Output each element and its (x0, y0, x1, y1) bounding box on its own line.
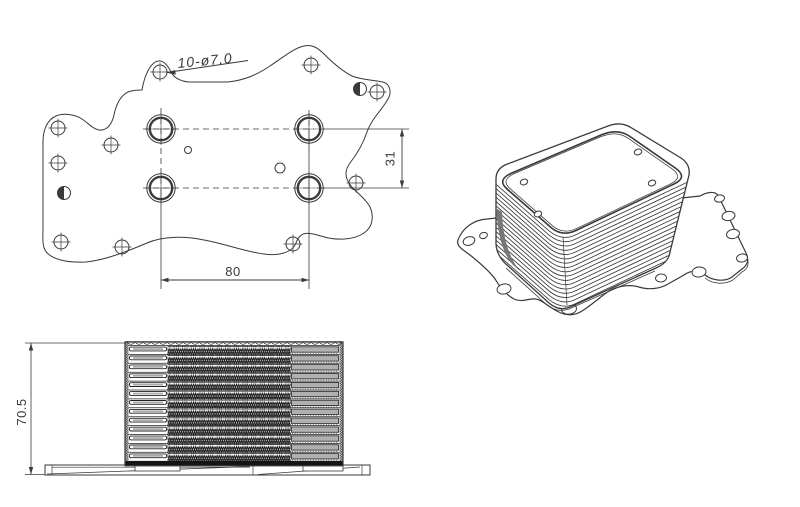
extension-lines (160, 128, 409, 289)
plate-contour-line (496, 235, 690, 299)
flange-bolt-hole (462, 236, 476, 246)
flange-outline (42, 45, 391, 263)
plate-channel-core (133, 383, 163, 386)
plate-contour-line (496, 226, 690, 290)
iso-top-face-inner (505, 133, 679, 232)
iso-top-face-holes (519, 148, 657, 218)
flange-bolt-hole (736, 253, 748, 263)
plate-channel-core (133, 366, 163, 368)
plate-channel-right (291, 390, 339, 398)
plate-contour-line (496, 230, 690, 294)
plate-channel-core (133, 437, 163, 439)
dimension-80: 80 (161, 264, 309, 283)
plate-contour-line (496, 243, 690, 307)
flange-bolt-hole (496, 283, 512, 295)
isometric-view (457, 123, 749, 316)
flange-bolt-hole (691, 266, 707, 278)
plate-channel-core (133, 392, 163, 395)
flange-bolt-hole (714, 194, 725, 203)
plate-contour-line (496, 222, 690, 286)
dim-31-label: 31 (383, 151, 398, 166)
locating-pins (57, 82, 367, 200)
stack-right-edge (339, 342, 343, 466)
plate-contour-line (496, 179, 690, 243)
iso-bottom-lip (505, 267, 656, 311)
plate-contour-line (496, 187, 690, 251)
iso-top-face (501, 131, 683, 234)
flange-bolt-hole (479, 231, 488, 240)
stack-bottom-band (125, 461, 343, 466)
small-hole (184, 146, 192, 154)
dim-80-label: 80 (225, 264, 240, 279)
dimension-70-5: 70.5 (14, 342, 125, 475)
flange-bolt-hole (726, 228, 740, 240)
plate-channel-right (291, 453, 339, 460)
plate-channel-right (291, 355, 339, 362)
top-face-hole (533, 210, 543, 218)
iso-plate-contours (496, 174, 690, 307)
plate-channel-core (133, 446, 163, 448)
plate-contour-line (496, 200, 690, 264)
top-face-hole (519, 178, 529, 186)
dimension-hole-callout: 10-ø7.0 (166, 50, 249, 75)
plate-contour-line (496, 174, 690, 238)
plate-contour-line (496, 209, 690, 273)
iso-flange-holes (462, 194, 748, 315)
plate-channel-right (291, 346, 339, 353)
plate-contour-line (496, 239, 690, 303)
side-view: 70.5 (14, 341, 371, 476)
plate-contour-line (496, 205, 690, 268)
plate-channel-right (291, 417, 339, 424)
plate-channel-core (133, 410, 163, 413)
side-stack (124, 341, 344, 467)
iso-front-seam (562, 236, 568, 306)
plate-channel-core (133, 374, 163, 377)
top-face-hole (647, 179, 657, 187)
plate-contour-line (496, 213, 690, 277)
plate-channel-right (291, 381, 339, 389)
dim-70-5-label: 70.5 (14, 398, 29, 425)
plate-channel-right (291, 373, 339, 380)
flange-bolt-hole (655, 273, 667, 283)
plate-channel-right (291, 364, 339, 371)
plate-channel-core (133, 428, 163, 430)
dimension-31: 31 (383, 129, 405, 188)
plate-channel-core (133, 348, 163, 350)
plate-channel-core (133, 357, 163, 359)
plate-channel-core (133, 455, 163, 457)
plate-contour-line (496, 217, 690, 281)
plate-channel-right (291, 408, 339, 415)
hole-callout-label: 10-ø7.0 (177, 50, 234, 71)
flange-bolt-hole (721, 210, 736, 222)
mounting-holes (48, 55, 387, 257)
top-face-hole (633, 148, 643, 156)
pin-half-fill (57, 186, 64, 200)
plate-channel-right (291, 435, 339, 442)
fin-mesh (167, 345, 291, 462)
plate-channel-right (291, 444, 339, 451)
iso-corner-shading (496, 208, 520, 271)
plate-channel-core (133, 419, 163, 422)
top-view: 31 80 10-ø7.0 (42, 45, 409, 289)
plate-contour-line (496, 196, 690, 260)
small-hole (274, 162, 286, 174)
pin-half-fill (353, 82, 360, 96)
stack-left-edge (125, 342, 129, 466)
plate-channel-right (291, 426, 339, 433)
oil-ports (145, 113, 325, 204)
plate-channel-core (133, 401, 163, 404)
plate-channel-right (291, 399, 339, 407)
plate-contour-line (496, 192, 690, 256)
top-plate-scallop (126, 341, 344, 345)
plate-contour-line (496, 183, 690, 247)
